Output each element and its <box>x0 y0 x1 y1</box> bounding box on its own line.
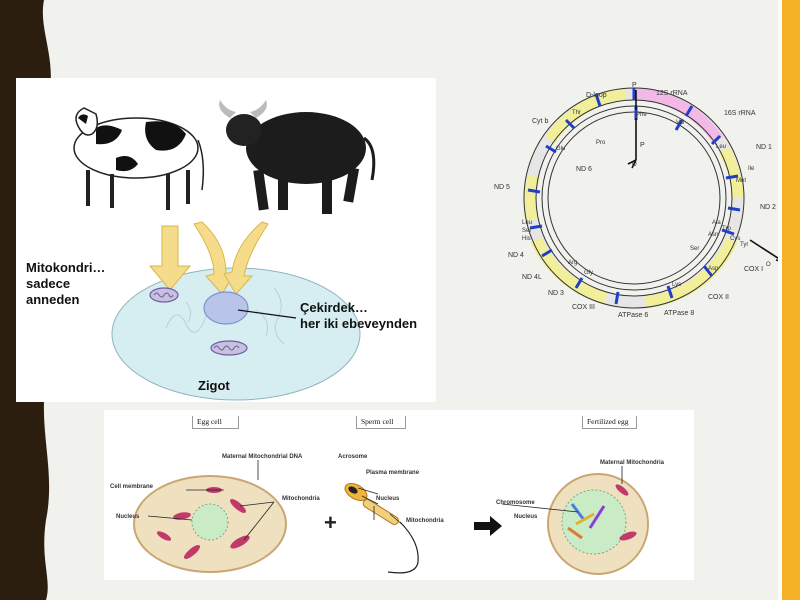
region-cox3: COX III <box>572 304 595 311</box>
trna-val: Val <box>676 120 685 126</box>
trna-ile: Ile <box>748 166 755 172</box>
trna-met: Met <box>736 178 747 184</box>
plus-sign: + <box>324 510 337 535</box>
label-ol: O <box>766 262 771 268</box>
label-acrosome: Acrosome <box>338 454 368 460</box>
right-accent-band <box>782 0 800 600</box>
fertilization-illustration: + <box>133 460 649 575</box>
mito-label: Mitokondri… sadece anneden <box>26 260 106 307</box>
trna-his: His <box>522 236 531 242</box>
label-nucleus-egg: Nucleus <box>116 514 140 520</box>
label-maternal-mitochondria: Maternal Mitochondria <box>600 460 665 466</box>
arrow-from-cow <box>148 225 192 291</box>
nucleus <box>203 291 249 325</box>
region-nd6: ND 6 <box>576 166 592 173</box>
region-nd2: ND 2 <box>760 204 776 211</box>
trna-phe: Phe <box>636 112 647 118</box>
cow-icon <box>73 107 205 210</box>
region-16s: 16S rRNA <box>724 110 756 117</box>
label-chromosome: Chromosome <box>496 500 535 506</box>
trna-ala: Ala <box>712 220 721 226</box>
arrows-to-nucleus <box>193 221 269 295</box>
region-nd3: ND 3 <box>548 290 564 297</box>
tab-sperm-cell: Sperm cell <box>356 416 407 429</box>
process-arrow <box>474 516 502 536</box>
region-atpase6: ATPase 6 <box>618 312 649 319</box>
mtdna-map-figure: P P O O D-loop 12S rRNA 16S rRNA ND 1 ND… <box>486 80 778 330</box>
region-12s: 12S rRNA <box>656 90 688 97</box>
region-cytb: Cyt b <box>532 118 549 125</box>
trna-leu: Leu <box>716 144 727 150</box>
tab-egg-cell: Egg cell <box>192 416 239 429</box>
trna-trp: Trp <box>722 226 731 232</box>
label-inner-p: P <box>640 142 645 149</box>
mitochondria-icon <box>149 287 248 356</box>
region-nd5: ND 5 <box>494 184 510 191</box>
mtdna-circle <box>523 87 778 309</box>
nucleus-label: Çekirdek… her iki ebeveynden <box>300 300 418 331</box>
region-atpase8: ATPase 8 <box>664 310 695 317</box>
label-maternal-mtdna: Maternal Mitochondrial DNA <box>222 454 303 460</box>
tab-fertilized-egg: Fertilized egg <box>582 416 638 429</box>
sperm-cell <box>344 482 419 574</box>
label-nucleus-fertilized: Nucleus <box>514 514 538 520</box>
label-plasma-membrane: Plasma membrane <box>366 470 420 476</box>
label-nucleus-sperm: Nucleus <box>376 496 400 502</box>
label-oh: O <box>632 162 637 168</box>
trna-arg: Arg <box>568 260 578 266</box>
trna-thr: Thr <box>572 110 581 116</box>
trna-tyr: Tyr <box>740 242 749 248</box>
trna-ser1: Ser <box>690 246 700 252</box>
region-nd1: ND 1 <box>756 144 772 151</box>
trna-leu2: Leu <box>522 220 533 226</box>
region-nd4: ND 4 <box>508 252 524 259</box>
trna-glu: Glu <box>556 146 566 152</box>
trna-cys: Cys <box>730 236 741 242</box>
zygote-caption: Zigot <box>198 378 230 393</box>
trna-asn: Asn <box>708 232 719 238</box>
fertilization-figure: + <box>104 410 694 580</box>
region-cox2: COX II <box>708 294 730 301</box>
zygote-figure: Mitokondri… sadece anneden Çekirdek… her… <box>16 78 436 402</box>
label-top-p: P <box>632 82 637 89</box>
fertilized-egg <box>547 473 649 575</box>
label-mitochondria-egg: Mitochondria <box>282 496 320 502</box>
bull-icon <box>219 100 376 214</box>
trna-gly: Gly <box>584 270 593 276</box>
trna-ser2: Ser <box>522 228 532 234</box>
nucleus-pointer <box>237 309 297 319</box>
trna-asp: Asp <box>708 266 719 272</box>
zygote-illustration <box>73 100 376 401</box>
trna-lys: Lys <box>672 282 682 288</box>
label-cell-membrane: Cell membrane <box>110 484 154 490</box>
trna-pro: Pro <box>596 140 606 146</box>
label-mitochondria-sperm: Mitochondria <box>406 518 444 524</box>
right-white-strip <box>778 0 782 600</box>
region-nd4l: ND 4L <box>522 274 542 281</box>
egg-cell <box>133 475 287 573</box>
region-cox1: COX I <box>744 266 764 273</box>
region-dloop: D-loop <box>586 92 607 99</box>
